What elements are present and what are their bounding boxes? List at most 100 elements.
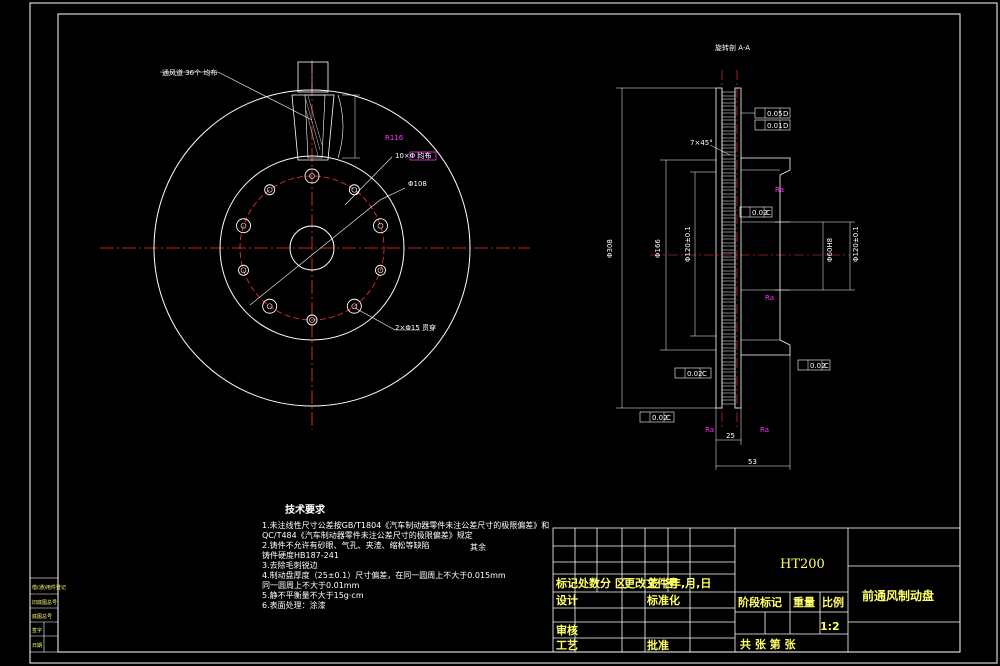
tech-requirements: 技术要求 1.未注线性尺寸公差按GB/T1804《汽车制动器零件未注公差尺寸的极… — [262, 503, 549, 610]
vent-rib — [721, 105, 736, 111]
title-block-header-label: 分 区 — [600, 576, 626, 590]
center-bore — [289, 225, 335, 271]
vent-rib — [721, 175, 736, 181]
tech-requirement-item: 铸件硬度HB187-241 — [262, 550, 339, 560]
thickness-dim: 25 — [726, 432, 735, 440]
roughness-mark-4: Ra — [775, 186, 784, 194]
svg-text:0.02: 0.02 — [752, 209, 768, 217]
bolt-hole-inner — [351, 186, 358, 193]
outer-dia-label: Φ308 — [606, 239, 614, 258]
side-strip-label: 底图总号 — [32, 613, 52, 620]
front-view: 通风道 36个 均布 10×Φ 均布 2×Φ15 贯穿 Φ108 R116 — [100, 60, 530, 430]
side-strip — [29, 577, 59, 653]
bolt-hole — [306, 314, 318, 326]
vent-rib — [721, 91, 736, 97]
vent-rib — [721, 329, 736, 335]
bolt-hole — [304, 168, 320, 184]
inner-plate — [734, 87, 742, 409]
bolt-hole-inner — [266, 303, 273, 310]
vent-leader — [217, 71, 313, 121]
vent-rib — [721, 182, 736, 188]
title-block-header-label: 年,月,日 — [670, 576, 711, 590]
section-label: 旋转剖 A-A — [715, 43, 750, 52]
svg-text:D: D — [783, 110, 788, 118]
title-block-text: HT200 前通风制动盘 1:2 标记处数分 区更改文件号签 名年,月,日 设计… — [555, 557, 934, 652]
title-block-header-label: 签 名 — [647, 576, 674, 590]
vent-rib — [721, 196, 736, 202]
height-dim: 53 — [748, 458, 757, 466]
center-dia-label: Φ60H8 — [826, 238, 834, 262]
bolt-hole-inner — [240, 267, 247, 274]
bolt-hole — [375, 264, 386, 276]
bolt-pcd-circle — [239, 175, 385, 321]
vent-rib — [721, 210, 736, 216]
title-block-header-label: 更改文件号 — [624, 576, 679, 590]
tech-requirement-item: 同一圆周上不大于0.01mm — [262, 580, 360, 590]
dia-note: Φ108 — [408, 180, 427, 188]
svg-text:D: D — [783, 122, 788, 130]
vent-rib — [721, 364, 736, 370]
vent-rib — [721, 357, 736, 363]
roughness-mark-1: Ra — [705, 426, 714, 434]
bolt-hole-inner — [377, 222, 384, 229]
vent-rib — [721, 217, 736, 223]
tech-requirement-item: 2.铸件不允许有砂眼、气孔、夹渣、缩松等缺陷 — [262, 540, 430, 550]
tolerance-frame-top: 0.05 D 0.01 D — [741, 107, 791, 131]
bolt-hole — [236, 218, 251, 234]
roughness-mark-2: Ra — [765, 294, 774, 302]
vent-rib — [721, 133, 736, 139]
approve-label: 批准 — [647, 638, 669, 652]
hub-circle — [219, 155, 405, 341]
material-label: HT200 — [780, 557, 825, 572]
vent-rib — [721, 231, 736, 237]
vent-section — [291, 61, 360, 161]
vent-rib — [721, 119, 736, 125]
vent-note: 通风道 36个 均布 — [162, 68, 217, 77]
vent-rib — [721, 280, 736, 286]
title-block-header-label: 标记 — [555, 576, 578, 590]
vent-rib — [721, 112, 736, 118]
svg-text:C: C — [666, 414, 671, 422]
section-view: 旋转剖 A-A Φ308 Φ166 Φ120±0.1 — [606, 43, 860, 470]
vent-rib — [721, 224, 736, 230]
hub-dia-label: Φ166 — [654, 239, 662, 258]
pcd-note: R116 — [385, 134, 404, 142]
bolt-hole-inner — [377, 267, 384, 274]
svg-text:0.02: 0.02 — [810, 362, 826, 370]
svg-text:C: C — [766, 209, 771, 217]
side-strip-label: 旧底图总号 — [32, 599, 57, 606]
vent-rib — [721, 273, 736, 279]
bolt-hole — [348, 184, 360, 196]
svg-text:0.05: 0.05 — [767, 110, 783, 118]
vent-rib — [721, 140, 736, 146]
vent-rib — [721, 294, 736, 300]
svg-text:C: C — [824, 362, 829, 370]
vent-rib — [721, 203, 736, 209]
outer-border — [29, 2, 998, 664]
vent-rib — [721, 371, 736, 377]
svg-text:0.02: 0.02 — [652, 414, 668, 422]
bore-note: 2×Φ15 贯穿 — [395, 323, 436, 332]
bolt-hole-inner — [266, 186, 273, 193]
title-block-header-label: 处数 — [577, 576, 601, 590]
vent-rib — [721, 98, 736, 104]
bolt-hole — [346, 298, 362, 314]
vent-ribs — [721, 91, 736, 405]
chamfer-note: 7×45° — [690, 139, 713, 147]
vent-rib — [721, 301, 736, 307]
bolt-hole — [264, 184, 276, 196]
bolt-hole — [262, 298, 278, 314]
hub-hat — [741, 157, 791, 356]
side-strip-label: 借(通)用件登记 — [32, 584, 66, 591]
vent-rib — [721, 168, 736, 174]
flange-dia-label: Φ120±0.1 — [852, 226, 860, 262]
vent-rib — [721, 399, 736, 405]
vent-rib — [721, 392, 736, 398]
bore-leader — [354, 307, 396, 331]
outer-plate — [715, 87, 723, 409]
vent-rib — [721, 336, 736, 342]
process-label: 工艺 — [556, 638, 578, 652]
standardize-label: 标准化 — [646, 593, 680, 607]
vent-rib — [721, 266, 736, 272]
tech-requirement-item: 4.制动盘厚度（25±0.1）尺寸偏差，在同一圆周上不大于0.015mm — [262, 570, 506, 580]
